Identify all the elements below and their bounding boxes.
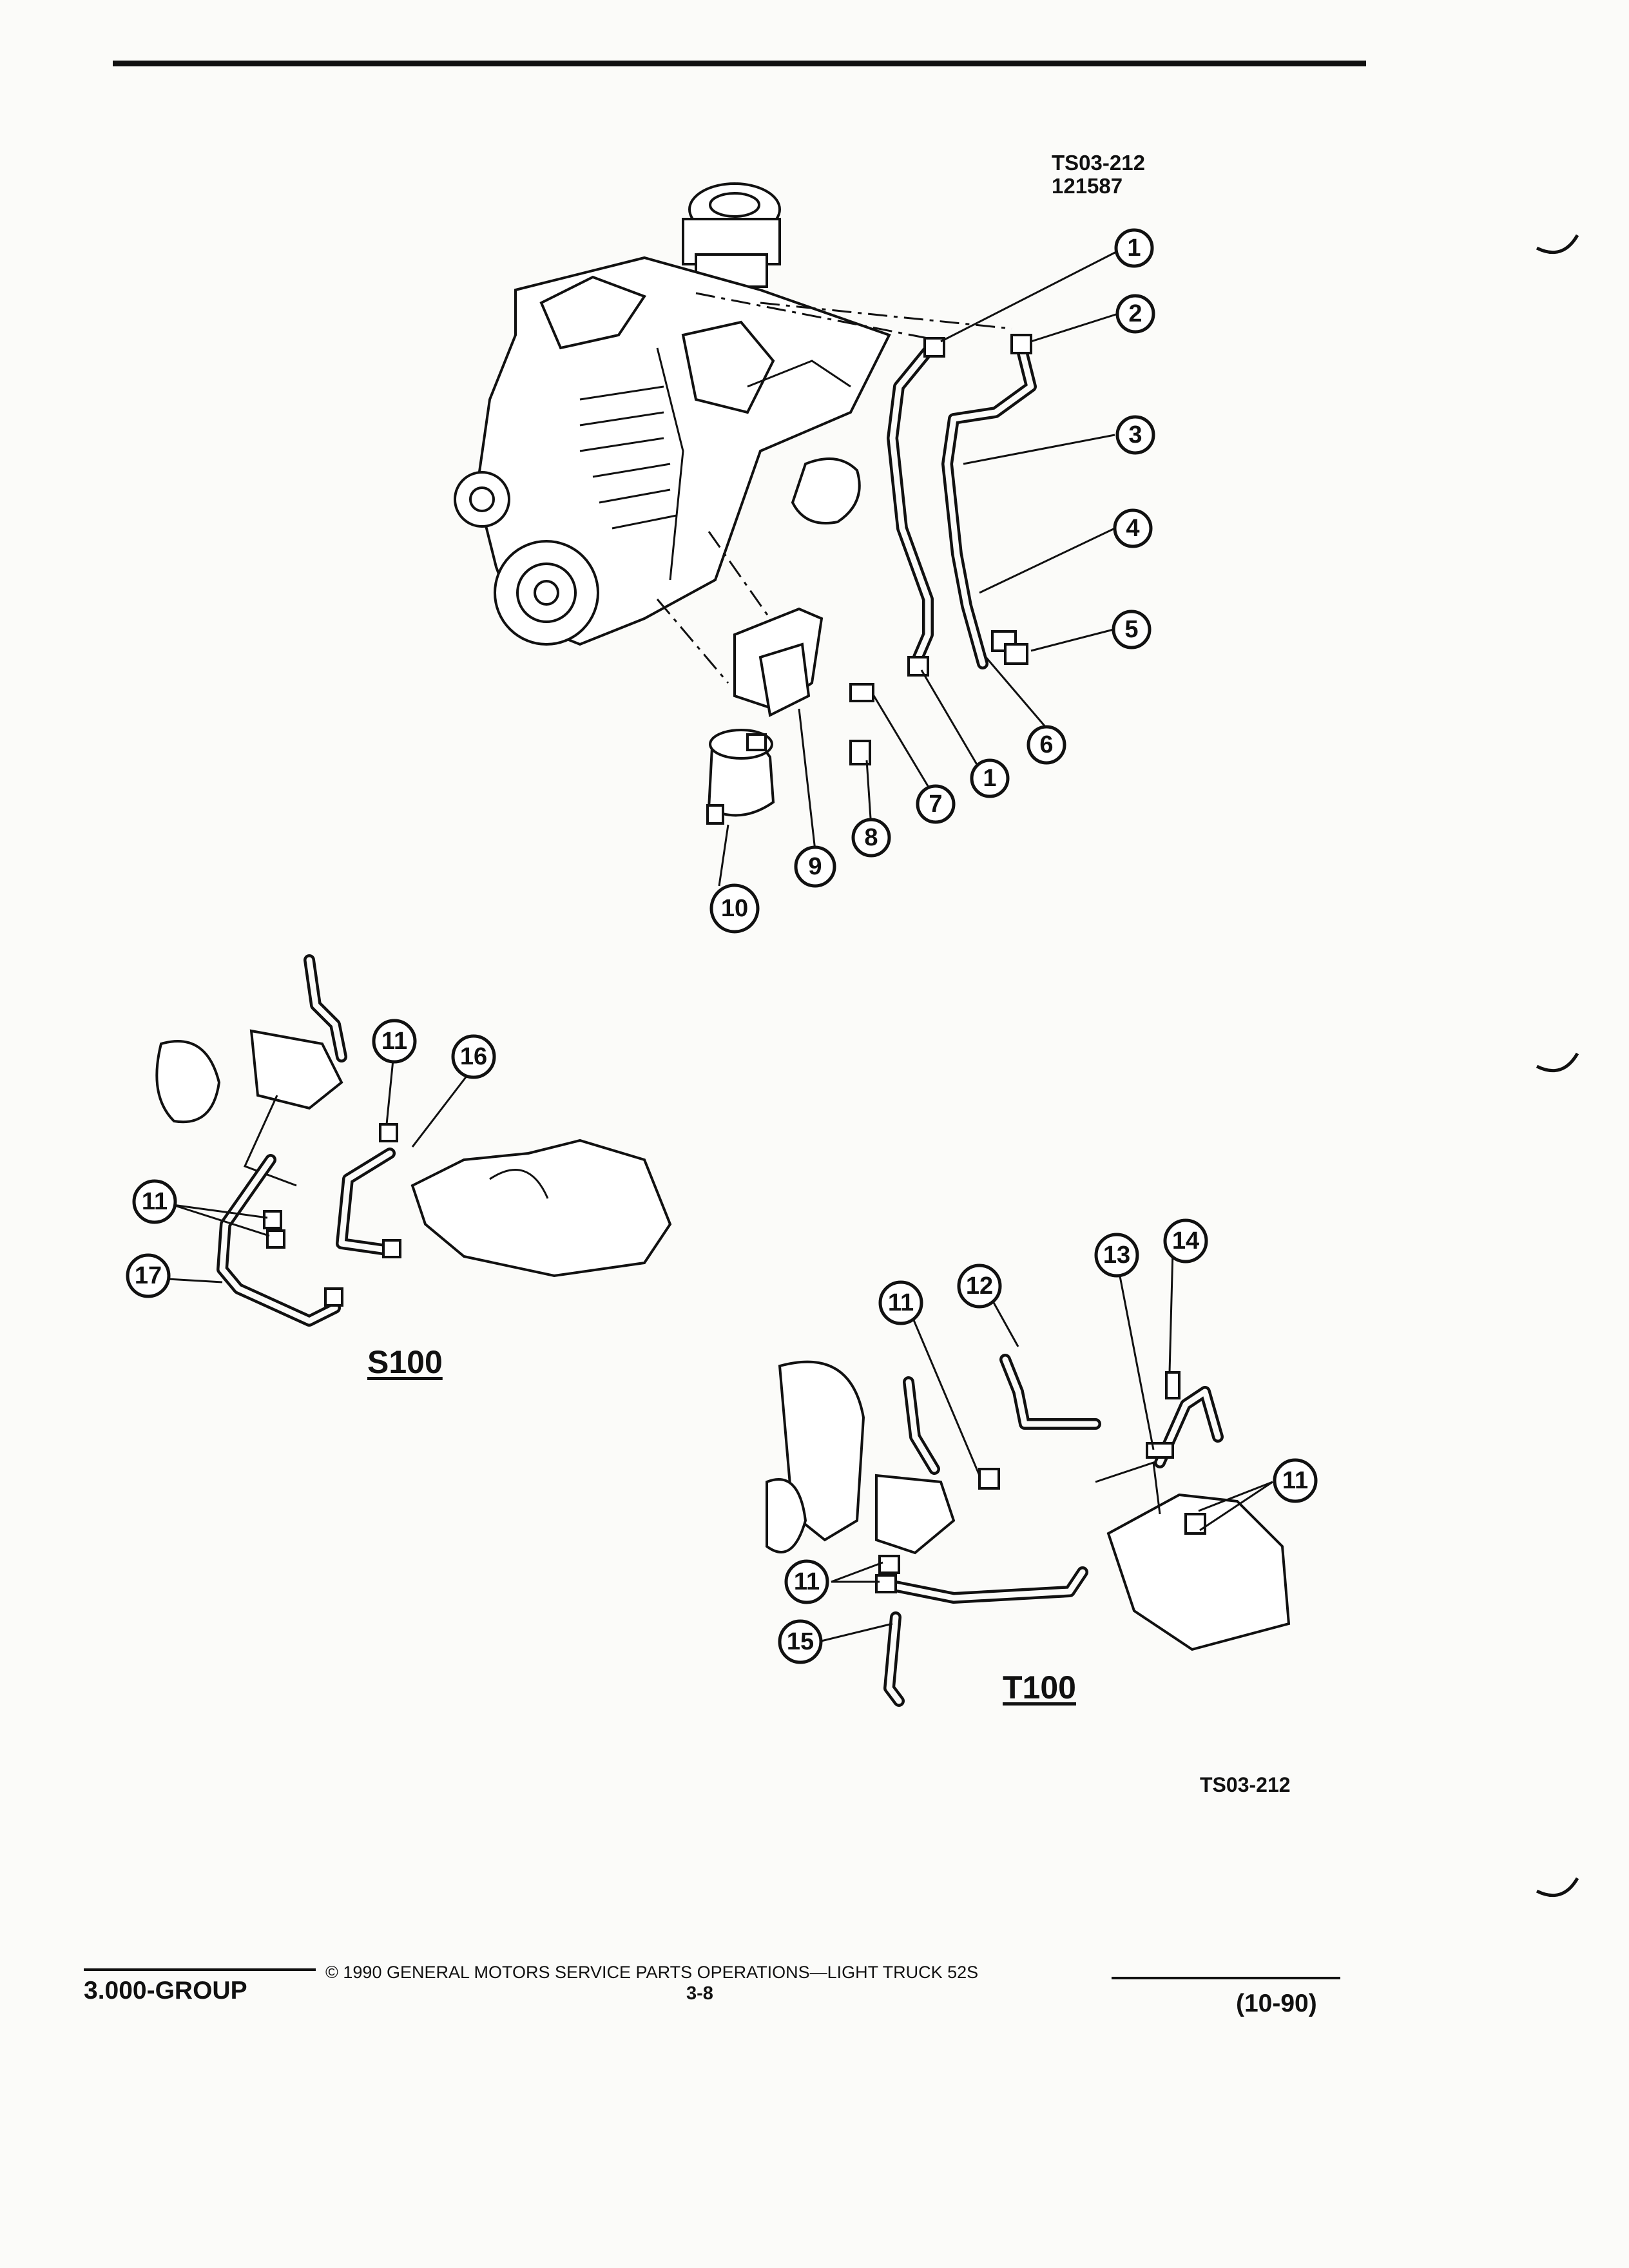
callout-4: 4 <box>1113 508 1153 548</box>
s100-label: S100 <box>367 1344 443 1380</box>
binder-mark <box>1536 1877 1579 1898</box>
t100-callout-15: 15 <box>778 1619 823 1664</box>
t100-label: T100 <box>1003 1669 1076 1706</box>
figure-reference: TS03-212 <box>1200 1773 1291 1796</box>
svg-text:8: 8 <box>864 824 878 851</box>
footer-rule-left <box>84 1968 316 1971</box>
engine-drawing <box>454 182 891 646</box>
s100-callout-17: 17 <box>126 1253 171 1298</box>
s100-callout-11a: 11 <box>372 1019 417 1064</box>
callout-6: 6 <box>1027 725 1066 765</box>
t100-callout-12: 12 <box>957 1264 1002 1309</box>
svg-text:16: 16 <box>460 1043 487 1070</box>
callout-1b: 1 <box>970 758 1010 798</box>
t100-callout-13: 13 <box>1094 1233 1139 1278</box>
svg-text:10: 10 <box>721 895 748 922</box>
svg-text:2: 2 <box>1128 300 1142 327</box>
binder-mark <box>1536 234 1579 255</box>
svg-text:17: 17 <box>135 1262 162 1289</box>
svg-text:6: 6 <box>1039 731 1053 758</box>
figure-number: 121587 <box>1052 174 1123 198</box>
svg-text:5: 5 <box>1124 616 1138 643</box>
svg-text:12: 12 <box>966 1273 993 1300</box>
svg-text:14: 14 <box>1172 1227 1199 1254</box>
fuel-filter-assembly <box>706 607 874 825</box>
svg-text:11: 11 <box>888 1289 914 1316</box>
t100-callout-14: 14 <box>1163 1218 1208 1264</box>
figure-code: TS03-212 <box>1052 151 1145 175</box>
callout-3: 3 <box>1115 415 1155 455</box>
svg-text:13: 13 <box>1103 1242 1130 1269</box>
t100-callout-11a: 11 <box>878 1280 923 1325</box>
callout-5: 5 <box>1112 610 1152 649</box>
t100-callout-11b: 11 <box>1273 1458 1318 1503</box>
fuel-lines <box>887 334 1037 677</box>
svg-text:4: 4 <box>1126 515 1139 542</box>
footer-group: 3.000-GROUP <box>84 1977 247 2004</box>
footer-date: (10-90) <box>1236 1990 1317 2017</box>
footer-rule-right <box>1112 1977 1340 1979</box>
svg-text:11: 11 <box>381 1028 407 1055</box>
t100-drawing <box>766 1354 1291 1707</box>
callout-10: 10 <box>709 883 760 934</box>
t100-callout-11c: 11 <box>784 1559 829 1604</box>
svg-text:7: 7 <box>929 791 942 818</box>
svg-text:11: 11 <box>794 1568 820 1595</box>
callout-7: 7 <box>916 784 956 824</box>
svg-text:1: 1 <box>983 765 996 792</box>
svg-text:11: 11 <box>142 1188 168 1215</box>
callout-1: 1 <box>1114 228 1154 268</box>
main-leaders <box>718 248 1122 887</box>
s100-callout-16: 16 <box>451 1034 496 1079</box>
svg-text:3: 3 <box>1128 421 1142 448</box>
svg-text:15: 15 <box>787 1628 814 1655</box>
s100-callout-11b: 11 <box>132 1179 177 1224</box>
callout-2: 2 <box>1115 294 1155 334</box>
svg-text:9: 9 <box>808 853 822 880</box>
callout-9: 9 <box>794 845 836 888</box>
s100-leaders <box>167 1059 473 1283</box>
top-rule <box>113 61 1366 66</box>
footer-copyright: © 1990 GENERAL MOTORS SERVICE PARTS OPER… <box>325 1963 979 1982</box>
svg-text:1: 1 <box>1127 235 1141 262</box>
footer-page-number: 3-8 <box>686 1983 713 2004</box>
s100-drawing <box>155 954 672 1327</box>
svg-text:11: 11 <box>1282 1467 1308 1494</box>
callout-8: 8 <box>851 818 891 858</box>
binder-mark <box>1536 1052 1579 1073</box>
